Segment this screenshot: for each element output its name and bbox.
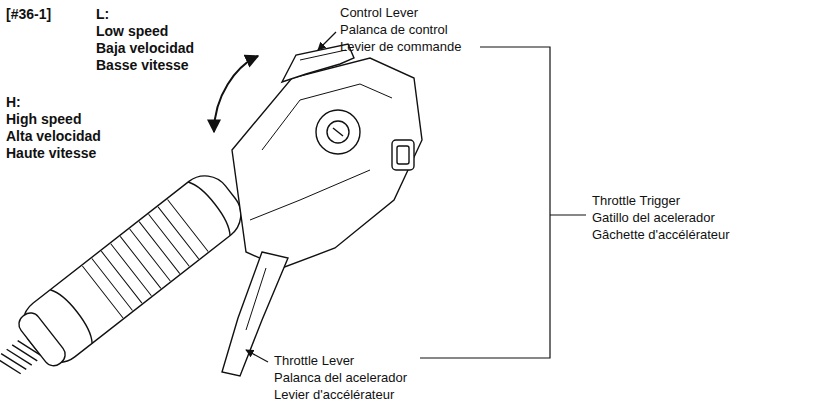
part-label: L: [96,6,109,23]
part-label: Throttle Lever [274,352,354,369]
part-label: Alta velocidad [6,128,101,145]
part-label: Gâchette d'accélérateur [592,226,730,243]
part-label: Haute vitesse [6,145,96,162]
spring [0,165,251,395]
part-label: Levier d'accélérateur [274,386,394,403]
housing [232,58,422,268]
bracket [420,47,586,358]
figure-number: [#36-1] [6,6,51,23]
part-label: Palanca de control [340,21,448,38]
part-label: High speed [6,111,81,128]
part-label: Baja velocidad [96,40,194,57]
part-label: Throttle Trigger [592,192,680,209]
rotation-arrow [214,56,258,132]
knob [316,110,360,154]
grip [12,165,251,373]
leader-line [246,350,268,362]
part-label: Basse vitesse [96,57,189,74]
part-label: Control Lever [340,4,418,21]
part-label: H: [6,94,21,111]
leader-line [318,32,336,50]
part-label: Low speed [96,23,168,40]
part-label: Gatillo del acelerador [592,209,715,226]
part-label: Palanca del acelerador [274,369,407,386]
part-label: Levier de commande [340,38,461,55]
cable-connector [392,140,414,170]
